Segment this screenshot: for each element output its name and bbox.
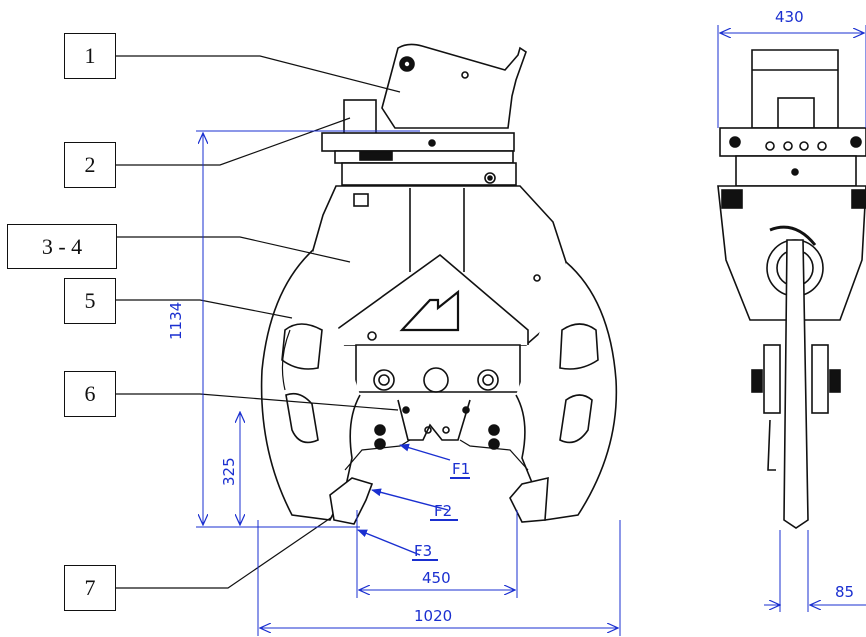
force-label-f1: F1	[452, 460, 470, 478]
callout-7: 7	[64, 565, 116, 611]
side-view	[717, 49, 866, 529]
side-dimensions	[717, 25, 866, 612]
dimension-lines	[196, 130, 621, 636]
side-blade	[783, 239, 809, 529]
dim-side-width: 430	[775, 8, 804, 26]
callout-5: 5	[64, 278, 116, 324]
dim-side-blade: 85	[835, 583, 854, 601]
callout-7-label: 7	[84, 575, 96, 600]
callout-5-label: 5	[84, 288, 96, 313]
callout-2: 2	[64, 142, 116, 188]
ring-window-2	[285, 392, 319, 444]
callout-1: 1	[64, 33, 116, 79]
callout-6: 6	[64, 371, 116, 417]
bolt-right-icon	[477, 369, 499, 391]
ring-window-4	[559, 394, 593, 444]
callout-1-label: 1	[84, 43, 96, 68]
callout-3-4: 3 - 4	[7, 224, 117, 269]
callout-2-label: 2	[84, 152, 96, 177]
dim-inner-width: 450	[422, 569, 451, 587]
side-rotator	[719, 127, 866, 157]
ring-window-3	[559, 323, 599, 370]
dim-overall-height: 1134	[167, 302, 185, 340]
ring-window-1	[281, 323, 323, 370]
callout-3-4-label: 3 - 4	[41, 233, 83, 259]
center-bore-icon	[423, 367, 449, 393]
dim-jaw-height: 325	[220, 457, 238, 486]
callout-6-label: 6	[84, 381, 96, 406]
force-label-f3: F3	[414, 542, 432, 560]
force-label-f2: F2	[434, 502, 452, 520]
logo-mark-icon	[399, 289, 460, 332]
dim-outer-width: 1020	[414, 607, 452, 625]
jaw-tip-left	[329, 477, 374, 525]
jaw-tip-right	[509, 476, 549, 523]
center-tooth	[397, 399, 471, 441]
jaw-ring-left	[260, 249, 361, 521]
front-view	[260, 43, 618, 525]
bolt-left-icon	[373, 369, 395, 391]
rotator-plate	[321, 132, 515, 152]
rotator-mount	[381, 43, 527, 129]
